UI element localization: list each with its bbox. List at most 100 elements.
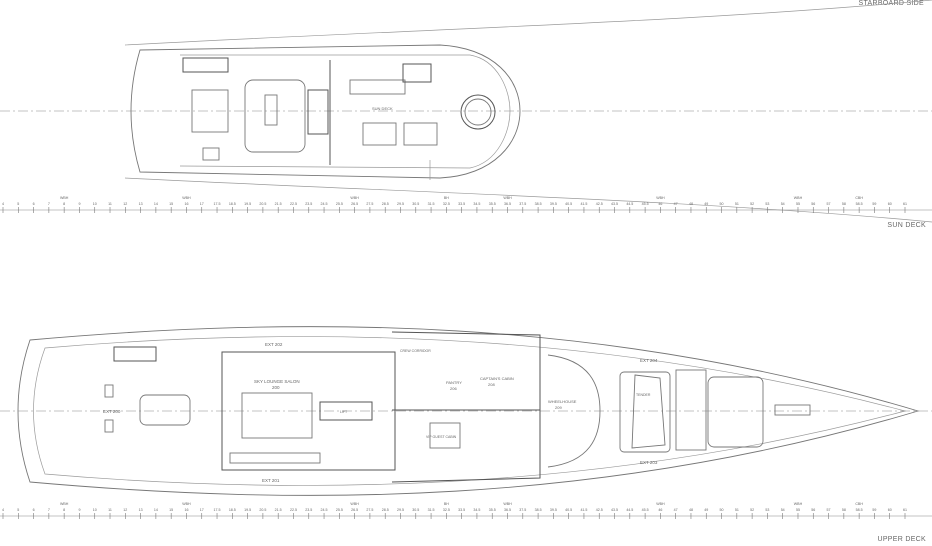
frame-label: 44.5	[626, 508, 633, 512]
sunbed	[104, 384, 114, 398]
frame-label: 15	[169, 508, 173, 512]
frame-label: 18.5	[229, 508, 236, 512]
bulkhead-marker: WBH	[794, 502, 803, 506]
frame-label: 6	[33, 202, 35, 206]
bar-counter	[349, 79, 406, 95]
bulkhead-marker: WBH	[503, 196, 512, 200]
frame-label: 30.5	[412, 508, 419, 512]
frame-label: 9	[78, 508, 80, 512]
frame-label: 30.5	[412, 202, 419, 206]
bulkhead-marker: WBH	[60, 502, 69, 506]
wheelhouse-number: 209	[555, 405, 562, 410]
frame-label: 47	[674, 202, 678, 206]
frame-label: 17	[200, 508, 204, 512]
bulkhead-marker: WBH	[182, 196, 191, 200]
captain-cabin-label: CAPTAIN'S CABIN	[480, 376, 514, 381]
frame-label: 10	[93, 508, 97, 512]
frame-label: 55	[796, 202, 800, 206]
frame-label: 36.5	[504, 508, 511, 512]
bed	[429, 422, 461, 449]
frame-label: 5	[17, 202, 19, 206]
frame-label: 60	[888, 508, 892, 512]
frame-label: 42.5	[596, 202, 603, 206]
crew-area-walls	[391, 331, 541, 483]
frame-label: 11	[108, 202, 112, 206]
tender-bay	[619, 371, 671, 453]
stairs	[113, 346, 157, 362]
frame-label: 33.5	[458, 508, 465, 512]
frame-label: 44.5	[626, 202, 633, 206]
frame-label: 20.5	[259, 202, 266, 206]
frame-label: 57	[827, 508, 831, 512]
lift-label: LIFT	[340, 410, 348, 414]
frame-label: 18.5	[229, 202, 236, 206]
frame-label: 24.5	[321, 202, 328, 206]
frame-label: 58.5	[856, 202, 863, 206]
frame-label: 31.5	[428, 202, 435, 206]
frame-label: 20.5	[259, 508, 266, 512]
bulkhead-marker: WBH	[350, 196, 359, 200]
captain-cabin-number: 208	[488, 382, 495, 387]
frame-label: 38.5	[535, 508, 542, 512]
anchor-davit	[774, 404, 811, 416]
frame-label: 4	[2, 202, 4, 206]
frame-label: 37.5	[519, 508, 526, 512]
tender-label: TENDER	[636, 393, 651, 397]
frame-label: 8	[63, 202, 65, 206]
vip-cabin-label: VIP GUEST CABIN	[426, 435, 457, 439]
sun-deck-title: SUN DECK	[887, 222, 926, 229]
frame-label: 33.5	[458, 202, 465, 206]
ext-200-label: EXT 200	[103, 409, 121, 414]
frame-label: 47	[674, 508, 678, 512]
frame-label: 57	[827, 202, 831, 206]
frame-label: 61	[903, 202, 907, 206]
frame-label: 7	[48, 508, 50, 512]
bar-unit	[307, 89, 329, 135]
bulkhead-marker: WBH	[656, 502, 665, 506]
frame-label: 31.5	[428, 508, 435, 512]
hull-line	[124, 0, 932, 46]
frame-label: 25.5	[336, 202, 343, 206]
frame-label: 32.5	[443, 202, 450, 206]
frame-label: 53	[765, 202, 769, 206]
frame-label: 28.5	[382, 202, 389, 206]
frame-label: 43.5	[611, 202, 618, 206]
frame-label: 15	[169, 202, 173, 206]
frame-label: 23.5	[305, 508, 312, 512]
bulkhead-marker: WBH	[60, 196, 69, 200]
bulkhead-marker: WBH	[794, 196, 803, 200]
frame-label: 54	[781, 508, 785, 512]
bulkhead-marker: WBH	[656, 196, 665, 200]
wheelhouse-console	[547, 354, 601, 468]
foredeck-seating	[707, 376, 764, 448]
sky-lounge-number: 200	[272, 385, 280, 390]
bulkhead-marker: CBH	[855, 196, 863, 200]
jacuzzi-inner	[464, 98, 492, 126]
jacuzzi	[460, 94, 496, 130]
deck-edge	[33, 336, 907, 486]
frame-label: 10	[93, 202, 97, 206]
frame-label: 4	[2, 508, 4, 512]
bulkhead-marker: CBH	[855, 502, 863, 506]
frame-label: 12	[123, 202, 127, 206]
sunbed	[362, 122, 397, 146]
sky-lounge-walls	[221, 351, 396, 471]
coffee-table	[264, 94, 278, 126]
frame-label: 41.5	[580, 202, 587, 206]
frame-label: 7	[48, 202, 50, 206]
frame-label: 48	[689, 508, 693, 512]
pantry-label: PANTRY	[446, 380, 462, 385]
frame-label: 19.5	[244, 202, 251, 206]
frame-label: 55	[796, 508, 800, 512]
sunbed	[403, 122, 438, 146]
frame-label: 58.5	[856, 508, 863, 512]
frame-label: 14	[154, 202, 158, 206]
frame-label: 29.5	[397, 508, 404, 512]
frame-label: 49	[704, 202, 708, 206]
frame-label: 28.5	[382, 508, 389, 512]
frame-label: 48	[689, 202, 693, 206]
frame-label: 21.5	[275, 202, 282, 206]
frame-label: 51	[735, 508, 739, 512]
frame-label: 13	[139, 202, 143, 206]
